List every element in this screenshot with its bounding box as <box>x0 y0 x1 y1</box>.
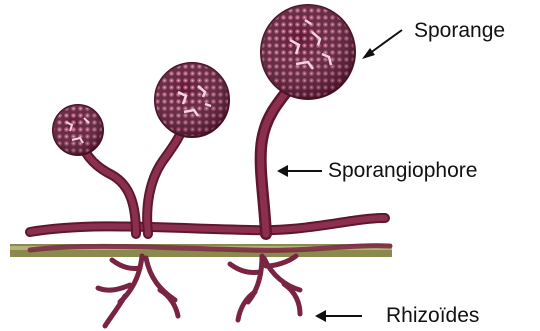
sporangium-large <box>261 5 355 99</box>
arrow-rhizoides <box>315 310 362 322</box>
sporangium-medium <box>155 63 229 137</box>
label-sporange: Sporange <box>414 20 505 41</box>
label-sporangiophore: Sporangiophore <box>328 160 477 181</box>
substrate-band <box>10 244 392 257</box>
arrow-sporange <box>362 30 402 59</box>
stolon <box>30 218 385 232</box>
rhizoids <box>98 256 300 326</box>
sporangium-small <box>53 105 103 155</box>
arrow-sporangiophore <box>277 165 322 177</box>
label-rhizoides: Rhizoïdes <box>386 305 479 326</box>
